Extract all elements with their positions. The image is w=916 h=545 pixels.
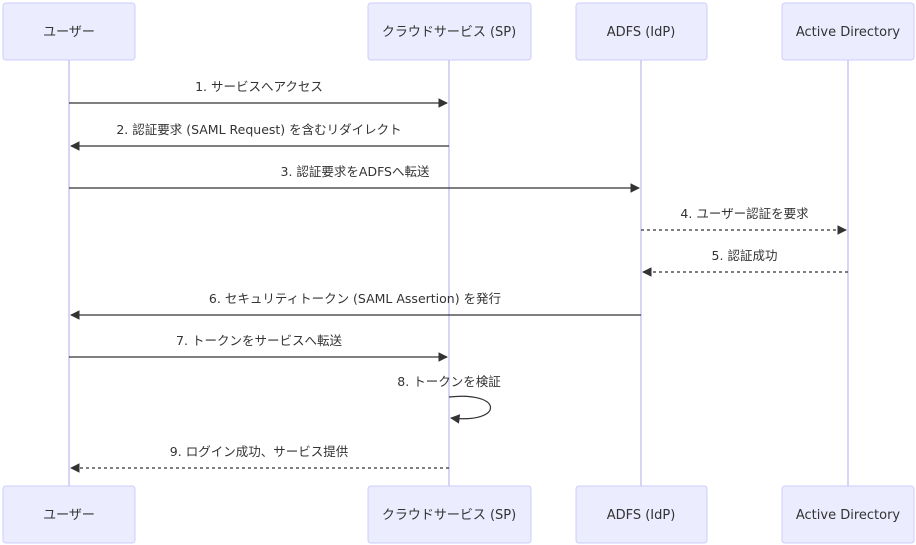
participant-user-bottom: ユーザー [2,485,136,544]
participant-label: Active Directory [796,25,901,40]
participant-label: ADFS (IdP) [607,25,676,40]
message-5: 5. 認証成功 [642,248,848,277]
participant-box [367,2,532,61]
participant-label: Active Directory [796,508,901,523]
message-2: 2. 認証要求 (SAML Request) を含むリダイレクト [70,122,449,151]
message-4: 4. ユーザー認証を要求 [641,206,847,235]
participant-idp-top: ADFS (IdP) [575,2,708,61]
message-label: 6. セキュリティトークン (SAML Assertion) を発行 [209,291,501,306]
message-label: 8. トークンを検証 [397,374,501,389]
participant-ad-top: Active Directory [781,2,915,61]
participant-label: ユーザー [43,508,95,523]
participant-label: クラウドサービス (SP) [382,508,516,523]
participant-box [575,485,708,544]
message-label: 1. サービスへアクセス [195,79,323,94]
message-label: 4. ユーザー認証を要求 [680,206,809,221]
message-label: 5. 認証成功 [712,248,778,263]
participant-ad-bottom: Active Directory [781,485,915,544]
participant-label: ADFS (IdP) [607,508,676,523]
lifelines [68,60,849,486]
participant-box [781,2,915,61]
messages: 1. サービスへアクセス 2. 認証要求 (SAML Request) を含むリダ… [69,79,848,473]
message-label: 9. ログイン成功、サービス提供 [170,444,348,459]
message-8: 8. トークンを検証 [397,374,501,424]
message-9: 9. ログイン成功、サービス提供 [70,444,449,473]
message-3: 3. 認証要求をADFSへ転送 [69,164,640,193]
participant-box [367,485,532,544]
message-1: 1. サービスへアクセス [69,79,448,108]
participant-label: ユーザー [43,25,95,40]
message-label: 2. 認証要求 (SAML Request) を含むリダイレクト [116,122,401,137]
participant-label: クラウドサービス (SP) [382,25,516,40]
participant-sp-top: クラウドサービス (SP) [367,2,532,61]
message-7: 7. トークンをサービスへ転送 [69,333,448,362]
message-6: 6. セキュリティトークン (SAML Assertion) を発行 [70,291,641,320]
participant-box [2,2,136,61]
message-label: 3. 認証要求をADFSへ転送 [281,164,430,179]
message-label: 7. トークンをサービスへ転送 [176,333,342,348]
participant-sp-bottom: クラウドサービス (SP) [367,485,532,544]
participant-user-top: ユーザー [2,2,136,61]
participant-box [575,2,708,61]
participant-idp-bottom: ADFS (IdP) [575,485,708,544]
message-arrow [448,395,492,424]
participant-box [2,485,136,544]
participant-box [781,485,915,544]
